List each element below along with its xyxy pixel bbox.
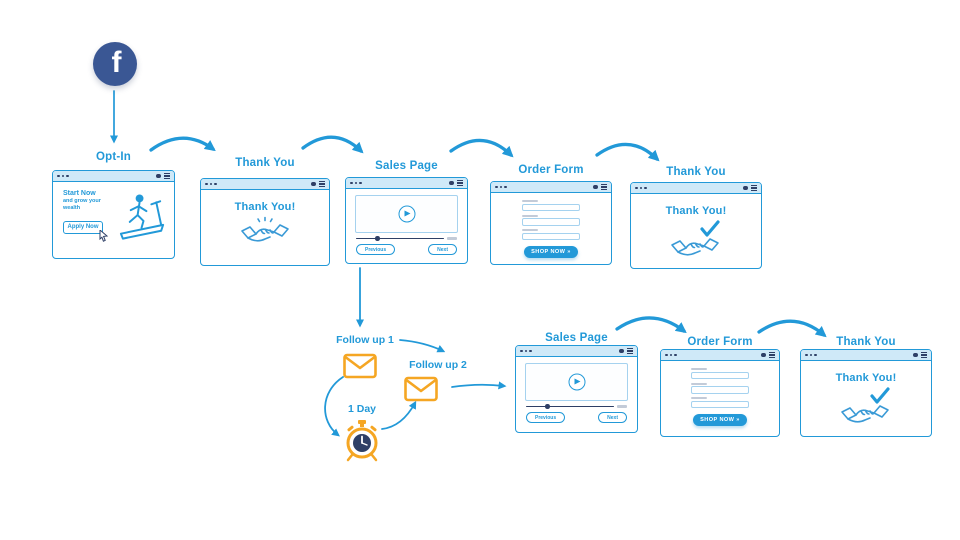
browser-titlebar: [491, 182, 611, 193]
cursor-icon: [99, 229, 109, 242]
profile-icon: [311, 181, 316, 187]
browser-titlebar: [516, 346, 637, 357]
apply-now-button[interactable]: Apply Now: [63, 220, 109, 242]
previous-button[interactable]: Previous: [526, 412, 566, 423]
arrow-sales2-to-order2: [615, 316, 687, 334]
menu-icon[interactable]: [627, 348, 633, 354]
shop-now-button[interactable]: SHOP NOW »: [693, 414, 747, 427]
browser-titlebar: [801, 350, 931, 361]
menu-icon[interactable]: [751, 185, 757, 191]
browser-titlebar: [201, 179, 329, 190]
play-icon[interactable]: [398, 205, 415, 223]
handshake-icon: [241, 216, 289, 242]
play-icon[interactable]: [568, 373, 585, 391]
window-dots-icon: [57, 174, 69, 178]
menu-icon[interactable]: [921, 352, 927, 358]
arrow-followup2-to-sales: [451, 381, 507, 390]
thankyou-message: Thank You!: [234, 201, 296, 213]
handshake-check-icon: [841, 387, 890, 423]
form-field[interactable]: [522, 200, 580, 212]
thankyou-message: Thank You!: [665, 205, 727, 217]
form-field[interactable]: [522, 229, 580, 241]
thankyou2-label: Thank You: [666, 166, 726, 178]
thankyou2-window: Thank You!: [630, 182, 762, 269]
menu-icon[interactable]: [164, 173, 170, 179]
handshake-check-icon: [671, 220, 720, 256]
window-dots-icon: [205, 182, 217, 186]
window-dots-icon: [520, 349, 532, 353]
arrow-order2-to-thankyou2: [757, 319, 827, 338]
thankyou3-window: Thank You!: [800, 349, 932, 437]
arrow-sales-to-order: [449, 138, 514, 158]
next-button[interactable]: Next: [428, 244, 457, 255]
arrow-optin-to-thankyou: [149, 136, 216, 152]
form-field[interactable]: [691, 368, 749, 380]
video-progress-bar[interactable]: [356, 236, 457, 241]
arrow-order-to-thankyou: [595, 142, 660, 162]
salespage2-window: Previous Next: [515, 345, 638, 433]
salespage2-label: Sales Page: [545, 332, 608, 344]
treadmill-runner-icon: [119, 194, 165, 240]
thankyou3-label: Thank You: [836, 336, 896, 348]
previous-button[interactable]: Previous: [356, 244, 396, 255]
thankyou1-window: Thank You!: [200, 178, 330, 266]
facebook-icon[interactable]: f: [93, 42, 137, 86]
window-dots-icon: [495, 185, 507, 189]
profile-icon: [156, 173, 161, 179]
orderform-label: Order Form: [518, 164, 584, 176]
thankyou-message: Thank You!: [835, 372, 897, 384]
window-dots-icon: [665, 353, 677, 357]
browser-titlebar: [53, 171, 174, 182]
profile-icon: [913, 352, 918, 358]
profile-icon: [761, 352, 766, 358]
window-dots-icon: [805, 353, 817, 357]
form-field[interactable]: [691, 397, 749, 409]
profile-icon: [449, 180, 454, 186]
salespage-label: Sales Page: [375, 160, 438, 172]
browser-titlebar: [661, 350, 779, 361]
email-icon: [404, 376, 438, 402]
window-dots-icon: [635, 186, 647, 190]
delay-label: 1 Day: [347, 403, 377, 415]
followup1-label: Follow up 1: [336, 334, 394, 346]
menu-icon[interactable]: [769, 352, 775, 358]
shop-now-button[interactable]: SHOP NOW »: [524, 246, 578, 259]
menu-icon[interactable]: [319, 181, 325, 187]
form-field[interactable]: [522, 214, 580, 226]
profile-icon: [593, 184, 598, 190]
order-fields: [491, 200, 611, 241]
orderform-window: SHOP NOW »: [490, 181, 612, 265]
order-fields: [661, 368, 779, 409]
form-field[interactable]: [691, 382, 749, 394]
email-icon: [343, 353, 377, 379]
menu-icon[interactable]: [457, 180, 463, 186]
salespage-window: Previous Next: [345, 177, 468, 264]
video-progress-bar[interactable]: [526, 404, 627, 409]
arrow-thankyou-to-sales: [301, 135, 364, 154]
video-player[interactable]: [525, 363, 628, 401]
browser-titlebar: [346, 178, 467, 189]
window-dots-icon: [350, 181, 362, 185]
video-player[interactable]: [355, 195, 458, 233]
menu-icon[interactable]: [601, 184, 607, 190]
followup2-label: Follow up 2: [409, 359, 467, 371]
thankyou1-label: Thank You: [235, 157, 295, 169]
optin-label: Opt-In: [95, 151, 132, 163]
browser-titlebar: [631, 183, 761, 194]
profile-icon: [743, 185, 748, 191]
next-button[interactable]: Next: [598, 412, 627, 423]
orderform2-label: Order Form: [687, 336, 753, 348]
optin-window: Start Now and grow your wealth Apply Now: [52, 170, 175, 259]
orderform2-window: SHOP NOW »: [660, 349, 780, 437]
stopwatch-icon: [346, 420, 378, 462]
optin-subheadline: and grow your wealth: [63, 198, 101, 211]
profile-icon: [619, 348, 624, 354]
optin-headline: Start Now: [63, 190, 96, 197]
